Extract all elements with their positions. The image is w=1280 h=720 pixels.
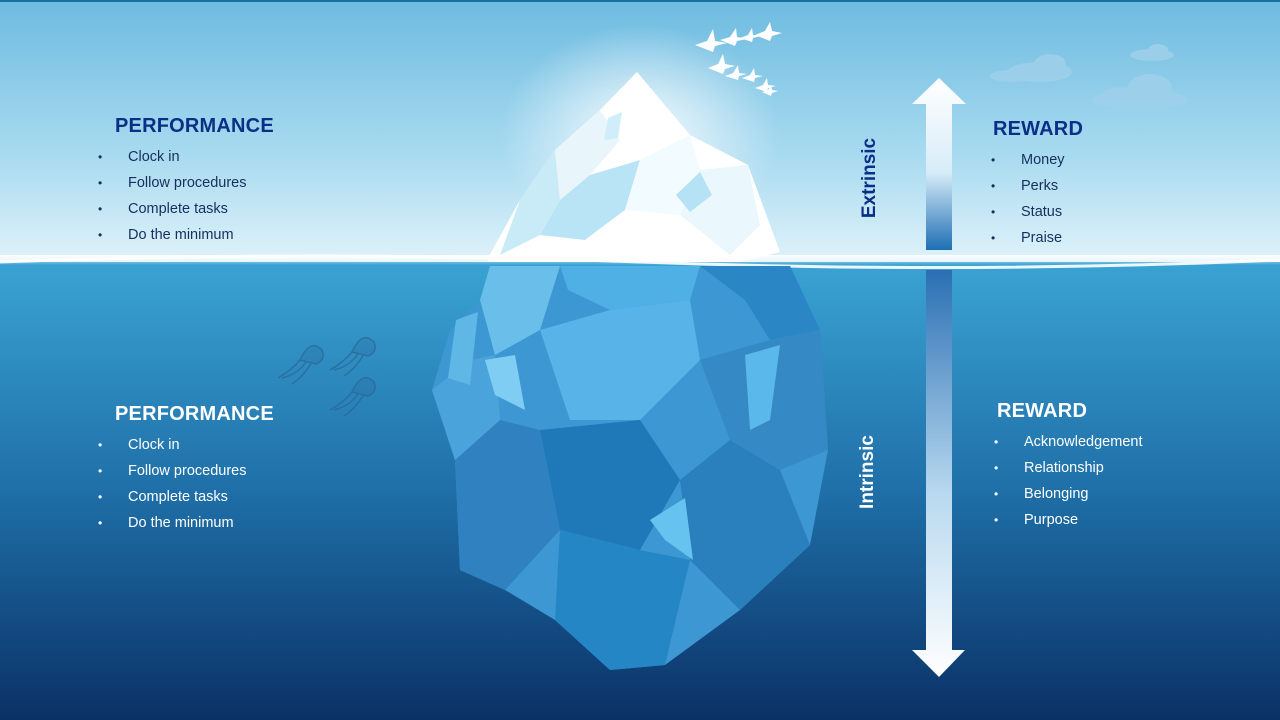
list-item: Relationship bbox=[994, 458, 1143, 484]
performance-intrinsic-block: PERFORMANCE Clock in Follow procedures C… bbox=[98, 403, 274, 539]
list-item: Do the minimum bbox=[98, 225, 274, 251]
reward-intrinsic-block: REWARD Acknowledgement Relationship Belo… bbox=[994, 400, 1143, 536]
list-item: Money bbox=[991, 150, 1083, 176]
performance-heading: PERFORMANCE bbox=[115, 403, 274, 425]
intrinsic-label: Intrinsic bbox=[857, 435, 878, 509]
list-item: Complete tasks bbox=[98, 199, 274, 225]
birds-icon bbox=[695, 22, 782, 96]
reward-extrinsic-block: REWARD Money Perks Status Praise bbox=[991, 118, 1083, 254]
reward-heading: REWARD bbox=[993, 118, 1084, 140]
list-item: Clock in bbox=[98, 147, 274, 173]
list-item: Follow procedures bbox=[98, 173, 274, 199]
performance-extrinsic-block: PERFORMANCE Clock in Follow procedures C… bbox=[98, 115, 274, 251]
list-item: Purpose bbox=[994, 510, 1143, 536]
list-item: Status bbox=[991, 202, 1083, 228]
list-item: Follow procedures bbox=[98, 461, 274, 487]
intrinsic-arrow bbox=[912, 270, 965, 677]
performance-heading: PERFORMANCE bbox=[115, 115, 274, 137]
performance-list: Clock in Follow procedures Complete task… bbox=[98, 147, 274, 251]
cloud-icon bbox=[990, 44, 1188, 110]
reward-heading: REWARD bbox=[997, 400, 1088, 422]
reward-list: Acknowledgement Relationship Belonging P… bbox=[994, 432, 1143, 536]
extrinsic-label: Extrinsic bbox=[859, 137, 880, 219]
performance-list: Clock in Follow procedures Complete task… bbox=[98, 435, 274, 539]
jellyfish-icon bbox=[277, 337, 376, 417]
reward-list: Money Perks Status Praise bbox=[991, 150, 1083, 254]
list-item: Acknowledgement bbox=[994, 432, 1143, 458]
list-item: Belonging bbox=[994, 484, 1143, 510]
list-item: Praise bbox=[991, 228, 1083, 254]
iceberg-underwater bbox=[432, 266, 828, 670]
list-item: Complete tasks bbox=[98, 487, 274, 513]
extrinsic-arrow bbox=[912, 78, 966, 250]
iceberg-tip bbox=[488, 72, 780, 262]
list-item: Clock in bbox=[98, 435, 274, 461]
list-item: Perks bbox=[991, 176, 1083, 202]
list-item: Do the minimum bbox=[98, 513, 274, 539]
